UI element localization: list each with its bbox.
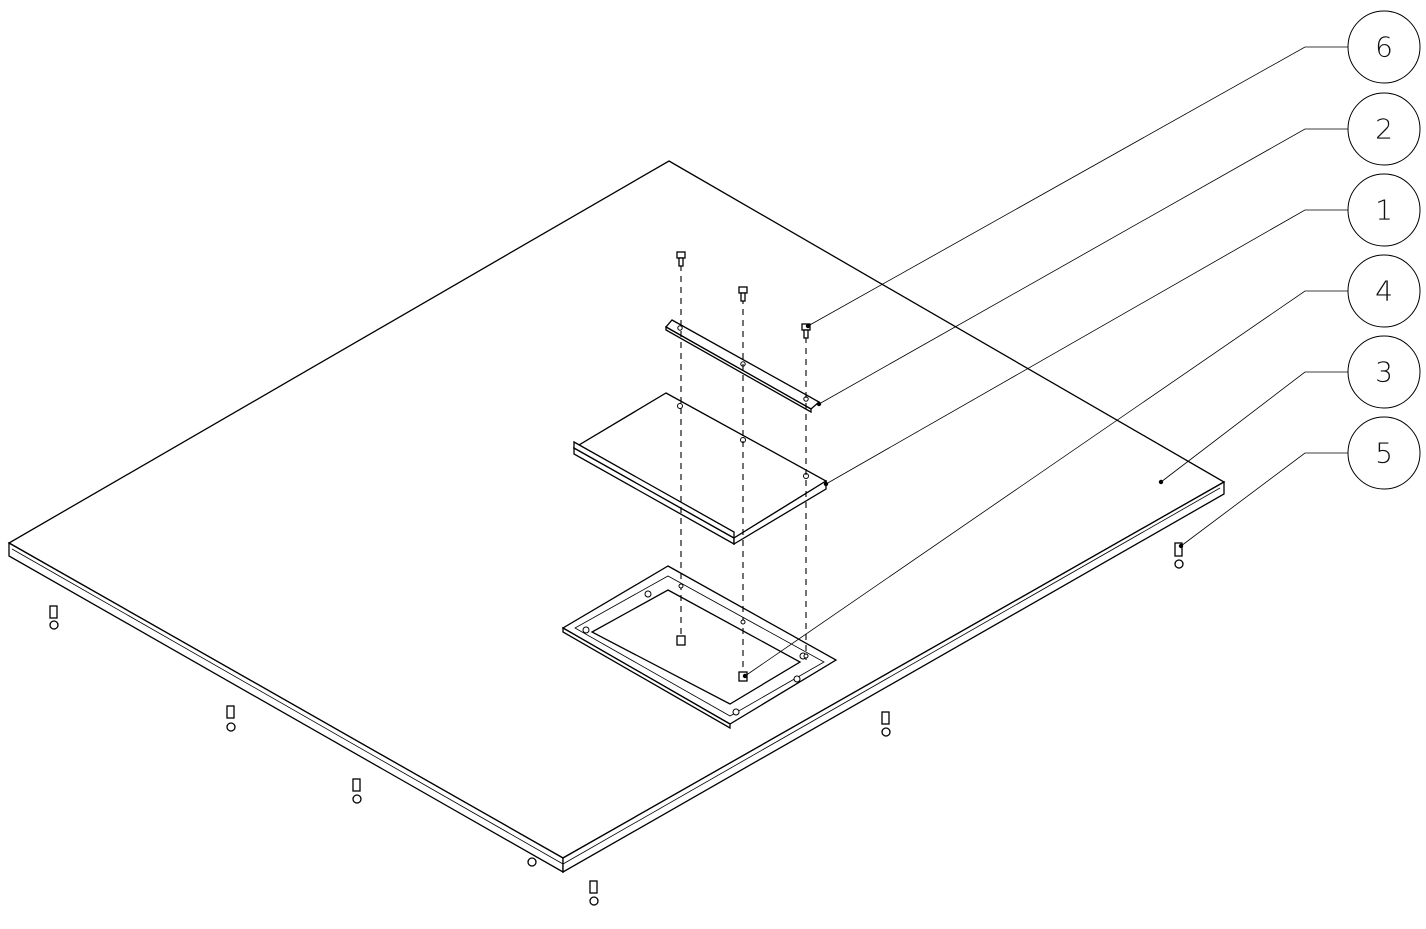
assembly-center-lines [678,265,809,676]
balloon-4: 4 [1347,254,1421,328]
leveling-foot-1-icon [49,605,59,630]
leveling-foot-7-icon [1174,542,1184,569]
screw-6b-icon [738,286,748,302]
leveling-foot-3-icon [352,778,362,804]
leveling-foot-4-icon [527,857,537,867]
table-top-panel [7,160,1226,874]
balloon-3: 3 [1347,335,1421,409]
balloon-2-label: 2 [1375,113,1393,146]
balloon-3-label: 3 [1375,356,1393,389]
screw-6a-icon [676,251,686,267]
balloon-4-label: 4 [1375,275,1393,308]
top-plate [572,392,828,546]
leader-lines [742,46,1348,679]
leveling-foot-5-icon [589,880,599,906]
screw-6c-icon [801,323,811,339]
balloon-6-label: 6 [1375,31,1393,64]
balloon-1: 1 [1347,173,1421,247]
mounting-frame [561,565,838,730]
leveling-foot-2-icon [226,705,236,732]
nut-a-icon [676,635,686,646]
balloon-2: 2 [1347,92,1421,166]
leveling-foot-6-icon [881,711,891,737]
balloon-5: 5 [1347,416,1421,490]
balloon-5-label: 5 [1375,437,1393,470]
balloon-1-label: 1 [1375,194,1393,227]
balloon-6: 6 [1347,10,1421,84]
